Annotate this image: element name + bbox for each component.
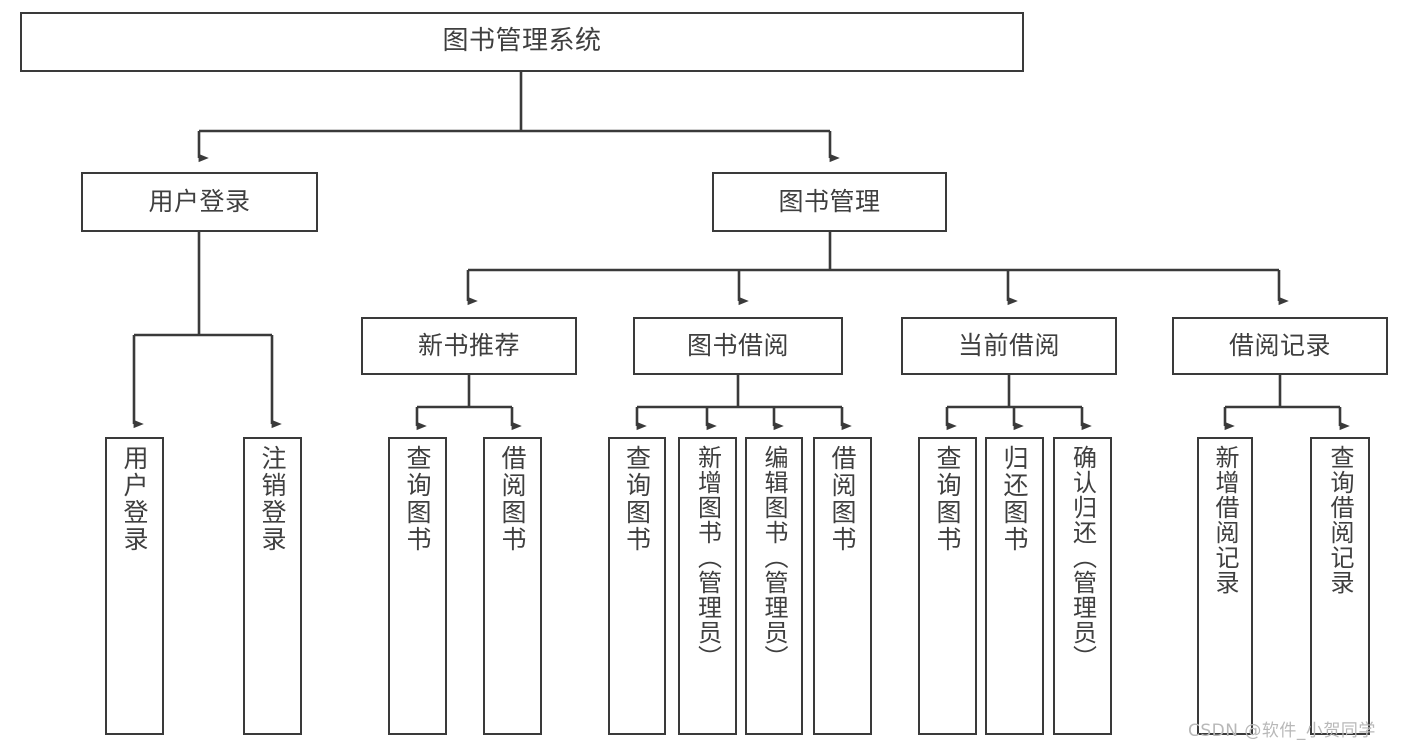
node-new-book-recommendation[interactable]: 新书推荐 — [361, 317, 577, 375]
node-label: 查询图书 — [622, 445, 652, 553]
node-label: 编辑图书（管理员） — [760, 445, 788, 670]
leaf-edit-book-admin[interactable]: 编辑图书（管理员） — [745, 437, 803, 735]
node-label: 确认归还（管理员） — [1068, 445, 1097, 670]
node-label: 归还图书 — [1000, 445, 1029, 553]
leaf-add-borrow-record[interactable]: 新增借阅记录 — [1197, 437, 1253, 735]
leaf-add-book-admin[interactable]: 新增图书（管理员） — [678, 437, 737, 735]
node-current-borrow[interactable]: 当前借阅 — [901, 317, 1117, 375]
node-root[interactable]: 图书管理系统 — [20, 12, 1024, 72]
csdn-watermark: CSDN @软件_小贺同学 — [1188, 721, 1376, 741]
node-book-management[interactable]: 图书管理 — [712, 172, 947, 232]
node-label: 用户登录 — [148, 187, 251, 216]
leaf-user-login[interactable]: 用户登录 — [105, 437, 164, 735]
node-label: 用户登录 — [120, 445, 149, 553]
node-label: 新书推荐 — [417, 331, 520, 360]
node-label: 查询借阅记录 — [1326, 445, 1354, 595]
node-label: 图书借阅 — [686, 331, 789, 360]
leaf-borrow-book-recommend[interactable]: 借阅图书 — [483, 437, 542, 735]
leaf-query-book-current[interactable]: 查询图书 — [918, 437, 977, 735]
leaf-logout[interactable]: 注销登录 — [243, 437, 302, 735]
node-book-borrow[interactable]: 图书借阅 — [633, 317, 843, 375]
node-user-login[interactable]: 用户登录 — [81, 172, 318, 232]
node-label: 查询图书 — [403, 445, 432, 553]
node-borrow-record[interactable]: 借阅记录 — [1172, 317, 1388, 375]
leaf-borrow-book[interactable]: 借阅图书 — [813, 437, 872, 735]
leaf-query-book-borrow[interactable]: 查询图书 — [608, 437, 666, 735]
node-label: 新增图书（管理员） — [693, 445, 722, 670]
node-label: 当前借阅 — [957, 331, 1060, 360]
node-label: 借阅图书 — [498, 445, 527, 553]
node-label: 图书管理系统 — [442, 26, 602, 57]
node-label: 图书管理 — [778, 187, 881, 216]
leaf-return-book[interactable]: 归还图书 — [985, 437, 1044, 735]
node-label: 借阅记录 — [1228, 331, 1331, 360]
leaf-query-borrow-record[interactable]: 查询借阅记录 — [1310, 437, 1370, 735]
node-label: 查询图书 — [933, 445, 962, 553]
node-label: 注销登录 — [258, 445, 287, 553]
node-label: 新增借阅记录 — [1211, 445, 1239, 595]
leaf-query-book-recommend[interactable]: 查询图书 — [388, 437, 447, 735]
leaf-confirm-return-admin[interactable]: 确认归还（管理员） — [1053, 437, 1112, 735]
node-label: 借阅图书 — [828, 445, 857, 553]
